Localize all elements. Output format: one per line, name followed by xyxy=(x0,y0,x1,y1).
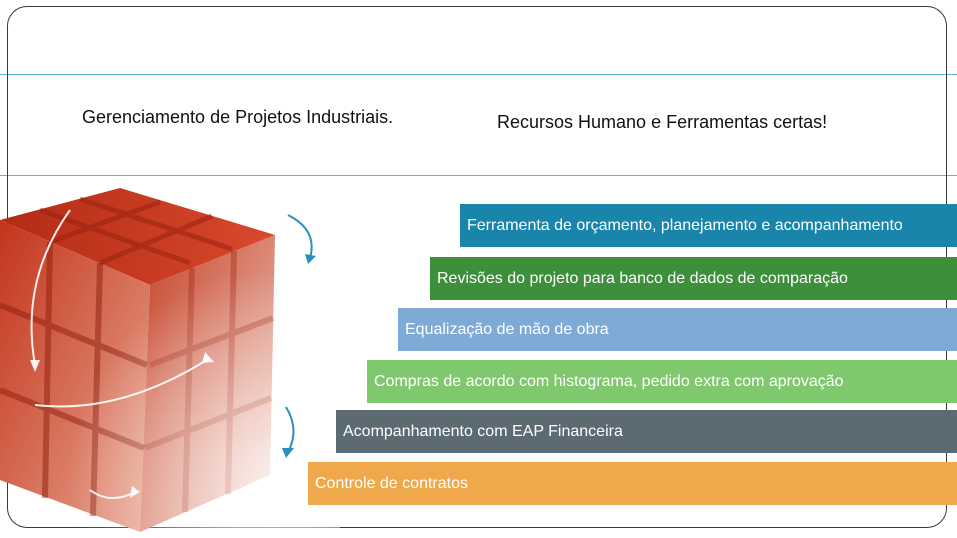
step-bar-label: Equalização de mão de obra xyxy=(405,320,609,338)
step-bar-label: Controle de contratos xyxy=(315,474,468,492)
step-bar-label: Acompanhamento com EAP Financeira xyxy=(343,422,623,440)
step-bar-label: Revisões do projeto para banco de dados … xyxy=(437,269,848,287)
step-bar-label: Compras de acordo com histograma, pedido… xyxy=(374,372,844,390)
step-bar-budget-tool: Ferramenta de orçamento, planejamento e … xyxy=(460,204,957,247)
step-bar-label: Ferramenta de orçamento, planejamento e … xyxy=(467,216,903,234)
step-bar-labor-equalization: Equalização de mão de obra xyxy=(398,308,957,351)
step-bar-eap-tracking: Acompanhamento com EAP Financeira xyxy=(336,410,957,453)
headline-right: Recursos Humano e Ferramentas certas! xyxy=(497,112,828,132)
rubiks-cube-icon xyxy=(0,180,340,535)
headline-left: Gerenciamento de Projetos Industriais. xyxy=(82,107,394,127)
step-bar-project-reviews: Revisões do projeto para banco de dados … xyxy=(430,257,957,300)
header-bottom-rule xyxy=(0,175,957,176)
step-bar-purchases: Compras de acordo com histograma, pedido… xyxy=(367,360,957,403)
step-bar-contract-control: Controle de contratos xyxy=(308,462,957,505)
header-top-rule xyxy=(0,74,957,75)
